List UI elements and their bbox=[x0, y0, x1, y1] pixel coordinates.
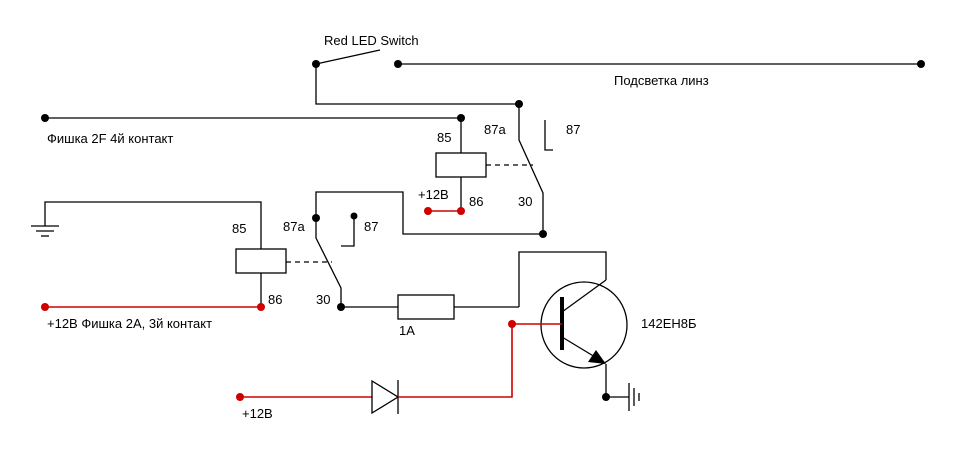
ground-wire bbox=[44, 201, 262, 249]
base-wire bbox=[398, 323, 562, 398]
collector-wire bbox=[518, 251, 607, 307]
relay-top-pin-87a: 87a bbox=[484, 122, 506, 137]
relay-top-coil bbox=[435, 152, 487, 178]
backlight-terminal bbox=[917, 60, 925, 68]
fuse bbox=[397, 294, 455, 320]
relay-top-87-contact bbox=[544, 120, 553, 151]
connector-2f-terminal bbox=[41, 114, 49, 122]
relay-top-pin-30: 30 bbox=[518, 194, 532, 209]
switch-node-right bbox=[394, 60, 402, 68]
relay-top-86-node bbox=[457, 207, 465, 215]
relay-bottom: 85 87a 87 86 30 +12В Фишка 2А, 3й контак… bbox=[31, 201, 378, 331]
relay-top-pin-85: 85 bbox=[437, 130, 451, 145]
relay-bottom-coil bbox=[235, 248, 287, 274]
fuse-circuit: 1А bbox=[337, 251, 607, 338]
diode-triangle bbox=[371, 379, 400, 415]
base-node bbox=[508, 320, 516, 328]
relay-bottom-pin-87: 87 bbox=[364, 219, 378, 234]
switch-label: Red LED Switch bbox=[324, 33, 419, 48]
relay-bottom-86-node bbox=[257, 303, 265, 311]
relay-bottom-pin-86: 86 bbox=[268, 292, 282, 307]
relay-bottom-contact bbox=[315, 218, 342, 307]
switch-to-relay-wire bbox=[315, 64, 519, 105]
relay-bottom-87-contact bbox=[341, 216, 355, 247]
relay-top-pin-87: 87 bbox=[566, 122, 580, 137]
connector-2f-circuit: Фишка 2F 4й контакт bbox=[41, 114, 465, 146]
diode-power-label: +12В bbox=[242, 406, 273, 421]
relay-bottom-pin-87a: 87a bbox=[283, 219, 305, 234]
backlight-label: Подсветка линз bbox=[614, 73, 709, 88]
connector-2f-label: Фишка 2F 4й контакт bbox=[47, 131, 173, 146]
relay-top-power-terminal bbox=[424, 207, 432, 215]
relay-bottom-pin-85: 85 bbox=[232, 221, 246, 236]
connector-2a-terminal bbox=[41, 303, 49, 311]
diode-power-terminal bbox=[236, 393, 244, 401]
relay-interconnect-wire bbox=[315, 191, 543, 235]
transistor: 142ЕН8Б bbox=[540, 279, 697, 411]
relay-bottom-87-node bbox=[350, 212, 358, 220]
relay-top: 85 87a 87 86 30 +12В bbox=[418, 100, 580, 234]
relay-top-contact bbox=[518, 104, 544, 234]
switch-lever bbox=[315, 49, 381, 65]
transistor-emitter-arrow bbox=[588, 350, 606, 364]
relay-top-30-node bbox=[539, 230, 547, 238]
transistor-label: 142ЕН8Б bbox=[641, 316, 697, 331]
led-switch-circuit: Red LED Switch Подсветка линз bbox=[312, 33, 925, 105]
relay-bottom-pin-30: 30 bbox=[316, 292, 330, 307]
fuse-label: 1А bbox=[399, 323, 415, 338]
relay-top-power-label: +12В bbox=[418, 187, 449, 202]
connector-2a-label: +12В Фишка 2А, 3й контакт bbox=[47, 316, 212, 331]
transistor-body bbox=[540, 281, 628, 369]
relay-top-pin-86: 86 bbox=[469, 194, 483, 209]
diode-circuit: +12В bbox=[236, 320, 562, 421]
transistor-collector bbox=[561, 279, 607, 313]
